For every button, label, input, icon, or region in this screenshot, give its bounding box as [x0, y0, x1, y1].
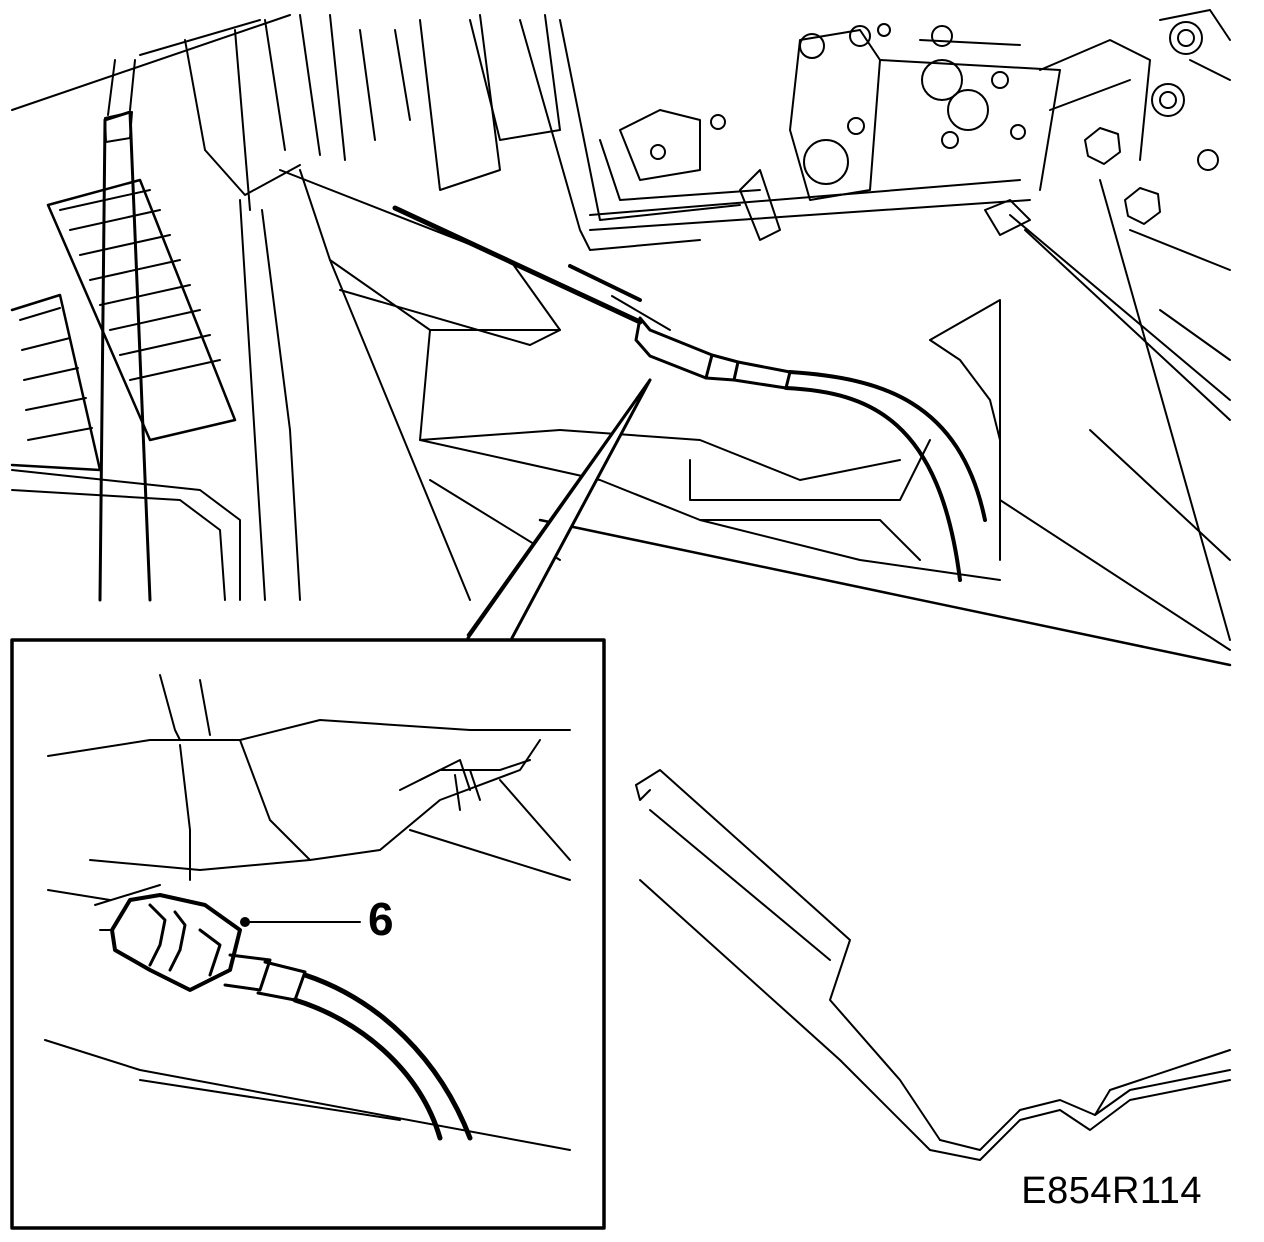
callout-number-6: 6	[368, 893, 394, 945]
inset-detail	[10, 378, 652, 1230]
figure-id-label: E854R114	[1021, 1170, 1202, 1212]
